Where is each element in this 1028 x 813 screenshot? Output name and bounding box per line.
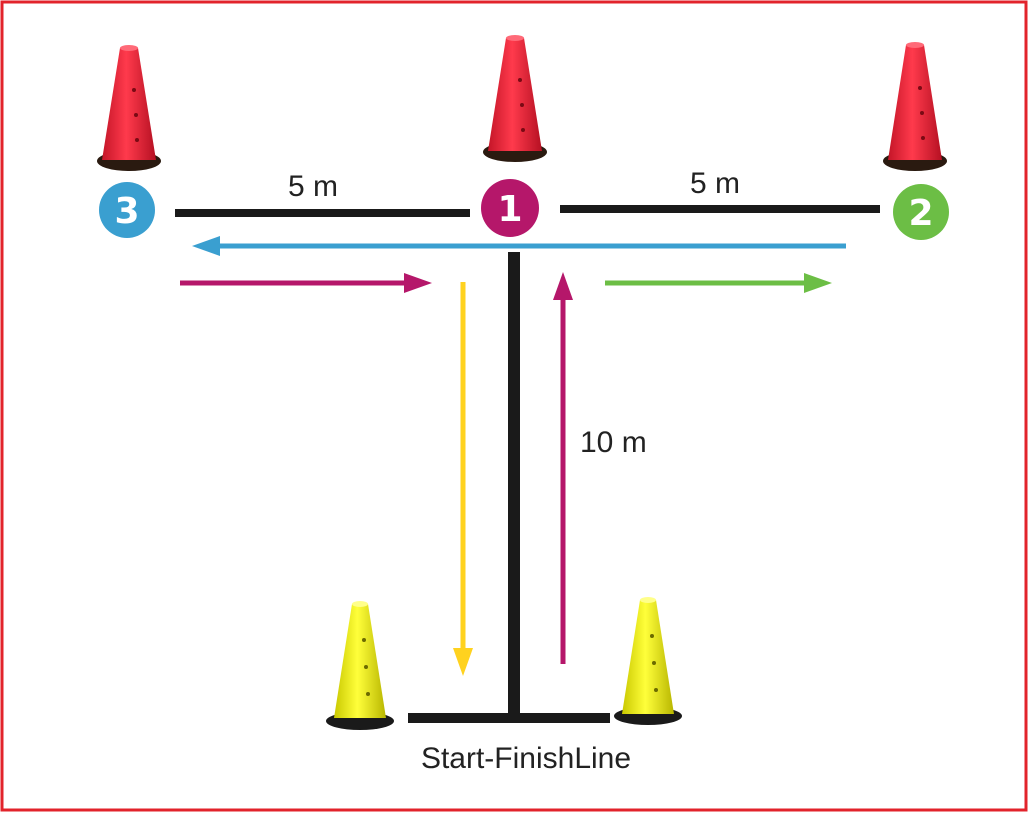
marker-2: 2	[893, 184, 949, 240]
marker-2-circle	[893, 184, 949, 240]
arrow-green	[605, 273, 832, 293]
distance-vertical-label: 10 m	[580, 426, 647, 459]
course-lines	[175, 205, 880, 723]
arrow-blue	[192, 236, 846, 256]
marker-1-label: 1	[497, 189, 522, 230]
arrow-magenta-left	[180, 273, 432, 293]
marker-3-label: 3	[114, 191, 139, 232]
distance-left-label: 5 m	[288, 170, 338, 203]
cone-red-center	[483, 35, 547, 162]
cone-red-left	[97, 45, 161, 171]
arrow-yellow	[453, 282, 473, 676]
start-finish-label: Start-FinishLine	[421, 742, 631, 775]
cone-yellow-left	[326, 601, 394, 730]
marker-3-circle	[99, 182, 155, 238]
marker-3: 3	[99, 182, 155, 238]
cone-red-right	[883, 42, 947, 171]
distance-right-label: 5 m	[690, 167, 740, 200]
marker-1-circle	[481, 179, 539, 237]
marker-1: 1	[481, 179, 539, 237]
marker-2-label: 2	[908, 193, 933, 234]
arrow-magenta-up	[553, 272, 573, 664]
cone-yellow-right	[614, 597, 682, 725]
